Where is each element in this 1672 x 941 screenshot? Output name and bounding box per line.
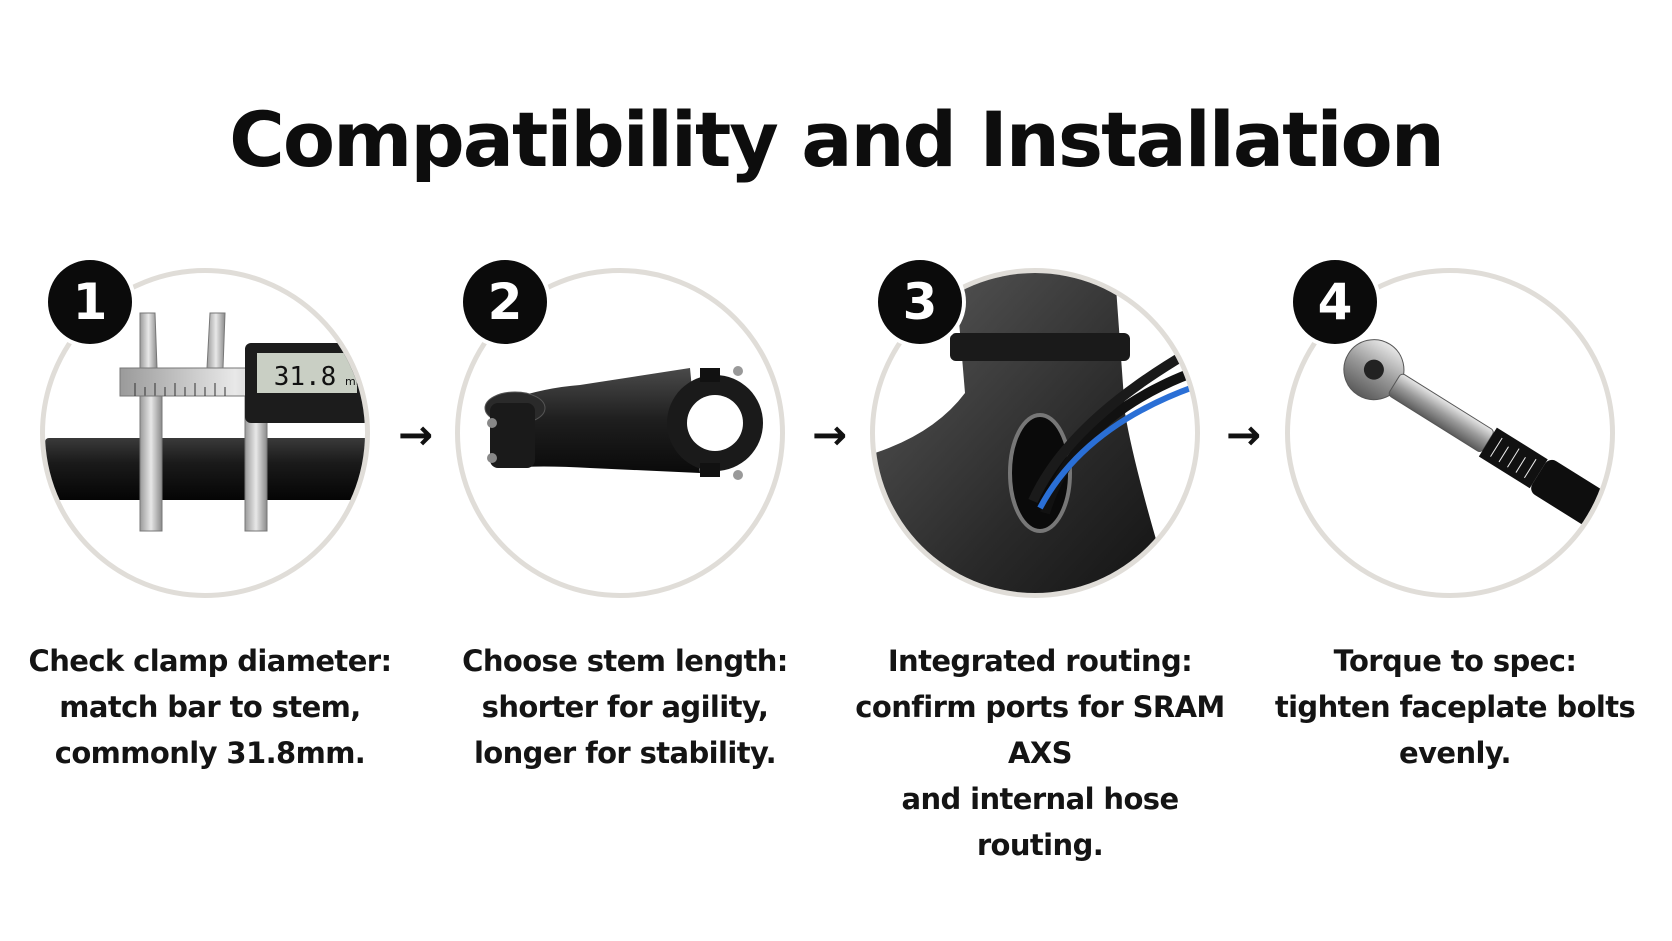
step-2-badge: 2 (459, 256, 551, 348)
step-3: 3 Integrated routing: confirm ports for … (855, 256, 1225, 862)
step-4-caption-line-1: Torque to spec: (1333, 644, 1577, 678)
handlebar (45, 438, 365, 500)
torque-wrench-illustration (1343, 339, 1610, 552)
step-3-caption: Integrated routing: confirm ports for SR… (850, 638, 1230, 868)
frame-internal-routing-illustration (875, 273, 1195, 593)
step-2-caption-line-1: Choose stem length: (462, 644, 788, 678)
step-3-caption-line-1: Integrated routing: (887, 644, 1193, 678)
arrow-1-2: → (398, 410, 434, 459)
arrow-2-3: → (812, 410, 848, 459)
step-1-image-circle: 31.8 mm (40, 268, 370, 598)
arrow-3-4: → (1226, 410, 1262, 459)
wrench-handle (1531, 459, 1610, 552)
step-1-caption: Check clamp diameter: match bar to stem,… (20, 638, 400, 776)
step-2-caption: Choose stem length: shorter for agility,… (435, 638, 815, 776)
step-2-caption-line-3: longer for stability. (473, 736, 777, 770)
step-4-caption-line-2: tighten faceplate bolts (1274, 690, 1636, 724)
step-1-caption-line-3: commonly 31.8mm. (54, 736, 366, 770)
step-4-badge: 4 (1289, 256, 1381, 348)
step-1: 1 (29, 256, 392, 788)
step-1-caption-line-2: match bar to stem, (59, 690, 361, 724)
caliper-fixed-jaw (139, 395, 163, 532)
caliper-lcd (257, 353, 357, 393)
step-1-badge: 1 (44, 256, 136, 348)
caliper-unit: mm (345, 375, 366, 388)
stem-body (500, 368, 700, 473)
step-3-caption-line-3: and internal hose routing. (901, 782, 1179, 862)
routing-port (1008, 413, 1072, 533)
step-1-caption-line-1: Check clamp diameter: (28, 644, 393, 678)
stem-illustration (484, 366, 763, 480)
step-3-badge: 3 (874, 256, 966, 348)
caliper-reading: 31.8 (274, 362, 337, 392)
step-4-caption: Torque to spec: tighten faceplate bolts … (1265, 638, 1645, 776)
step-3-caption-line-2: confirm ports for SRAM AXS (855, 690, 1225, 770)
step-2-caption-line-2: shorter for agility, (481, 690, 769, 724)
step-4: 4 Torque to spec: ti (1275, 256, 1636, 788)
caliper-on-handlebar-illustration: 31.8 mm (45, 312, 366, 532)
blue-hose (1037, 383, 1195, 510)
step-2: 2 Choose stem length: shorter for agilit… (455, 256, 805, 788)
page-title: Compatibility and Installation (229, 95, 1445, 184)
step-4-caption-line-3: evenly. (1399, 736, 1511, 770)
